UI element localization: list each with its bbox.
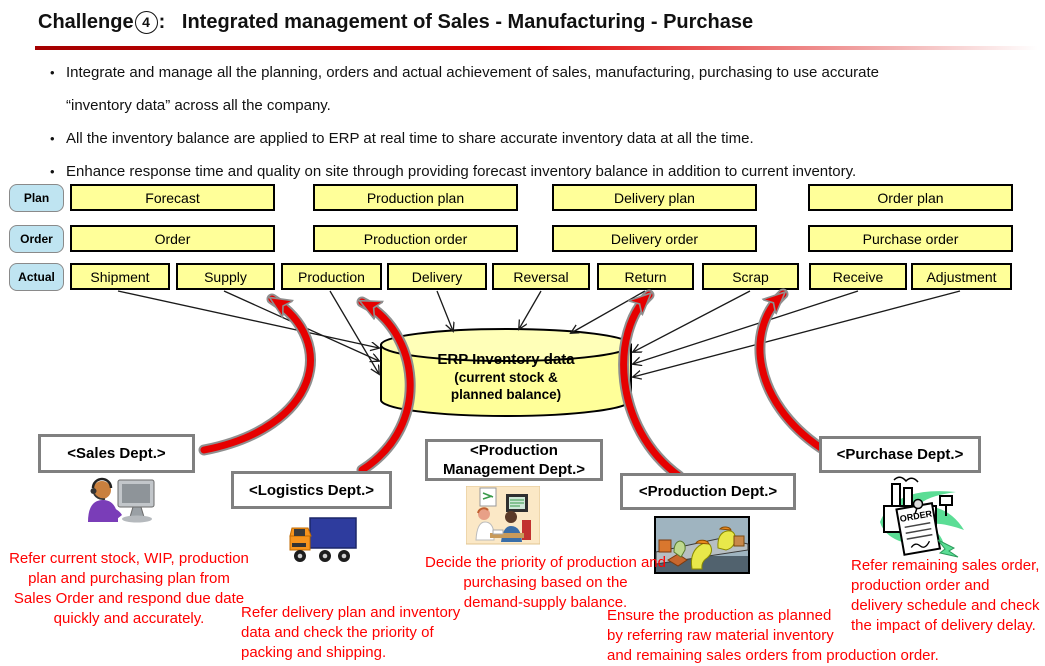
actual-box-shipment: Shipment [70,263,170,290]
sales-note: Refer current stock, WIP, production pla… [9,550,249,627]
arrow-receive-to-erp [633,290,859,364]
bullet-item: Integrate and manage all the planning, o… [48,56,1016,122]
erp-cylinder-label: ERP Inventory data (current stock & plan… [381,350,631,403]
title-rest: : Integrated management of Sales - Manuf… [158,11,754,33]
erp-subtitle-1: (current stock & [454,370,558,385]
arrow-reversal-to-erp [519,290,542,329]
production-note: Ensure the production as planned by refe… [607,607,939,664]
dept-box-production-management: <Production Management Dept.> [425,439,603,481]
title-prefix: Challenge [38,11,134,33]
red-arrow-sales-to-supply [200,295,314,454]
plan-box-forecast: Forecast [70,184,275,211]
arrow-shipment-to-erp [117,290,379,348]
erp-title: ERP Inventory data [437,351,575,368]
row-label-plan: Plan [9,184,64,212]
plan-box-production-plan: Production plan [313,184,518,211]
actual-box-reversal: Reversal [492,263,590,290]
arrow-supply-to-erp [223,290,379,361]
red-arrow-production-to-return [620,291,683,480]
order-box-production-order: Production order [313,225,518,252]
dept-box-purchase: <Purchase Dept.> [819,436,981,473]
headset-icon [91,477,113,489]
plan-box-order-plan: Order plan [808,184,1013,211]
row-label-actual: Actual [9,263,64,291]
actual-box-production: Production [281,263,382,290]
factory-workers-icon [654,516,750,574]
actual-box-receive: Receive [809,263,907,290]
actual-box-return: Return [597,263,694,290]
arrow-production-to-erp [329,290,379,374]
arrow-scrap-to-erp [633,290,751,352]
plan-box-delivery-plan: Delivery plan [552,184,757,211]
order-box-purchase-order: Purchase order [808,225,1013,252]
purchase-order-icon: ORDER [880,476,964,558]
planning-meeting-icon [466,486,540,545]
actual-box-supply: Supply [176,263,275,290]
erp-subtitle-2: planned balance) [450,387,562,402]
dept-box-sales: <Sales Dept.> [38,434,195,473]
truck-icon [289,517,357,562]
bullet-list: Integrate and manage all the planning, o… [48,56,1016,188]
purchase-note: Refer remaining sales order, production … [851,557,1040,634]
bullet-item: Enhance response time and quality on sit… [48,155,1016,188]
actual-box-adjustment: Adjustment [911,263,1012,290]
row-label-order: Order [9,225,64,253]
title-underline [35,46,1038,50]
red-arrow-purchase-to-receive [756,290,825,452]
arrow-delivery-to-erp [436,290,453,331]
circled-number-4: 4 [134,11,158,34]
order-box-delivery-order: Delivery order [552,225,757,252]
dept-box-logistics: <Logistics Dept.> [231,471,392,509]
order-document: ORDER [895,502,942,556]
actual-box-delivery: Delivery [387,263,487,290]
production-management-note: Decide the priority of production and pu… [425,554,666,611]
sales-operator-icon [88,477,155,523]
arrow-adjustment-to-erp [633,290,961,377]
bullet-item: All the inventory balance are applied to… [48,122,1016,155]
order-box-order: Order [70,225,275,252]
actual-box-scrap: Scrap [702,263,799,290]
dept-box-production: <Production Dept.> [620,473,796,510]
logistics-note: Refer delivery plan and inventory data a… [241,604,461,661]
arrow-return-to-erp [571,290,646,333]
